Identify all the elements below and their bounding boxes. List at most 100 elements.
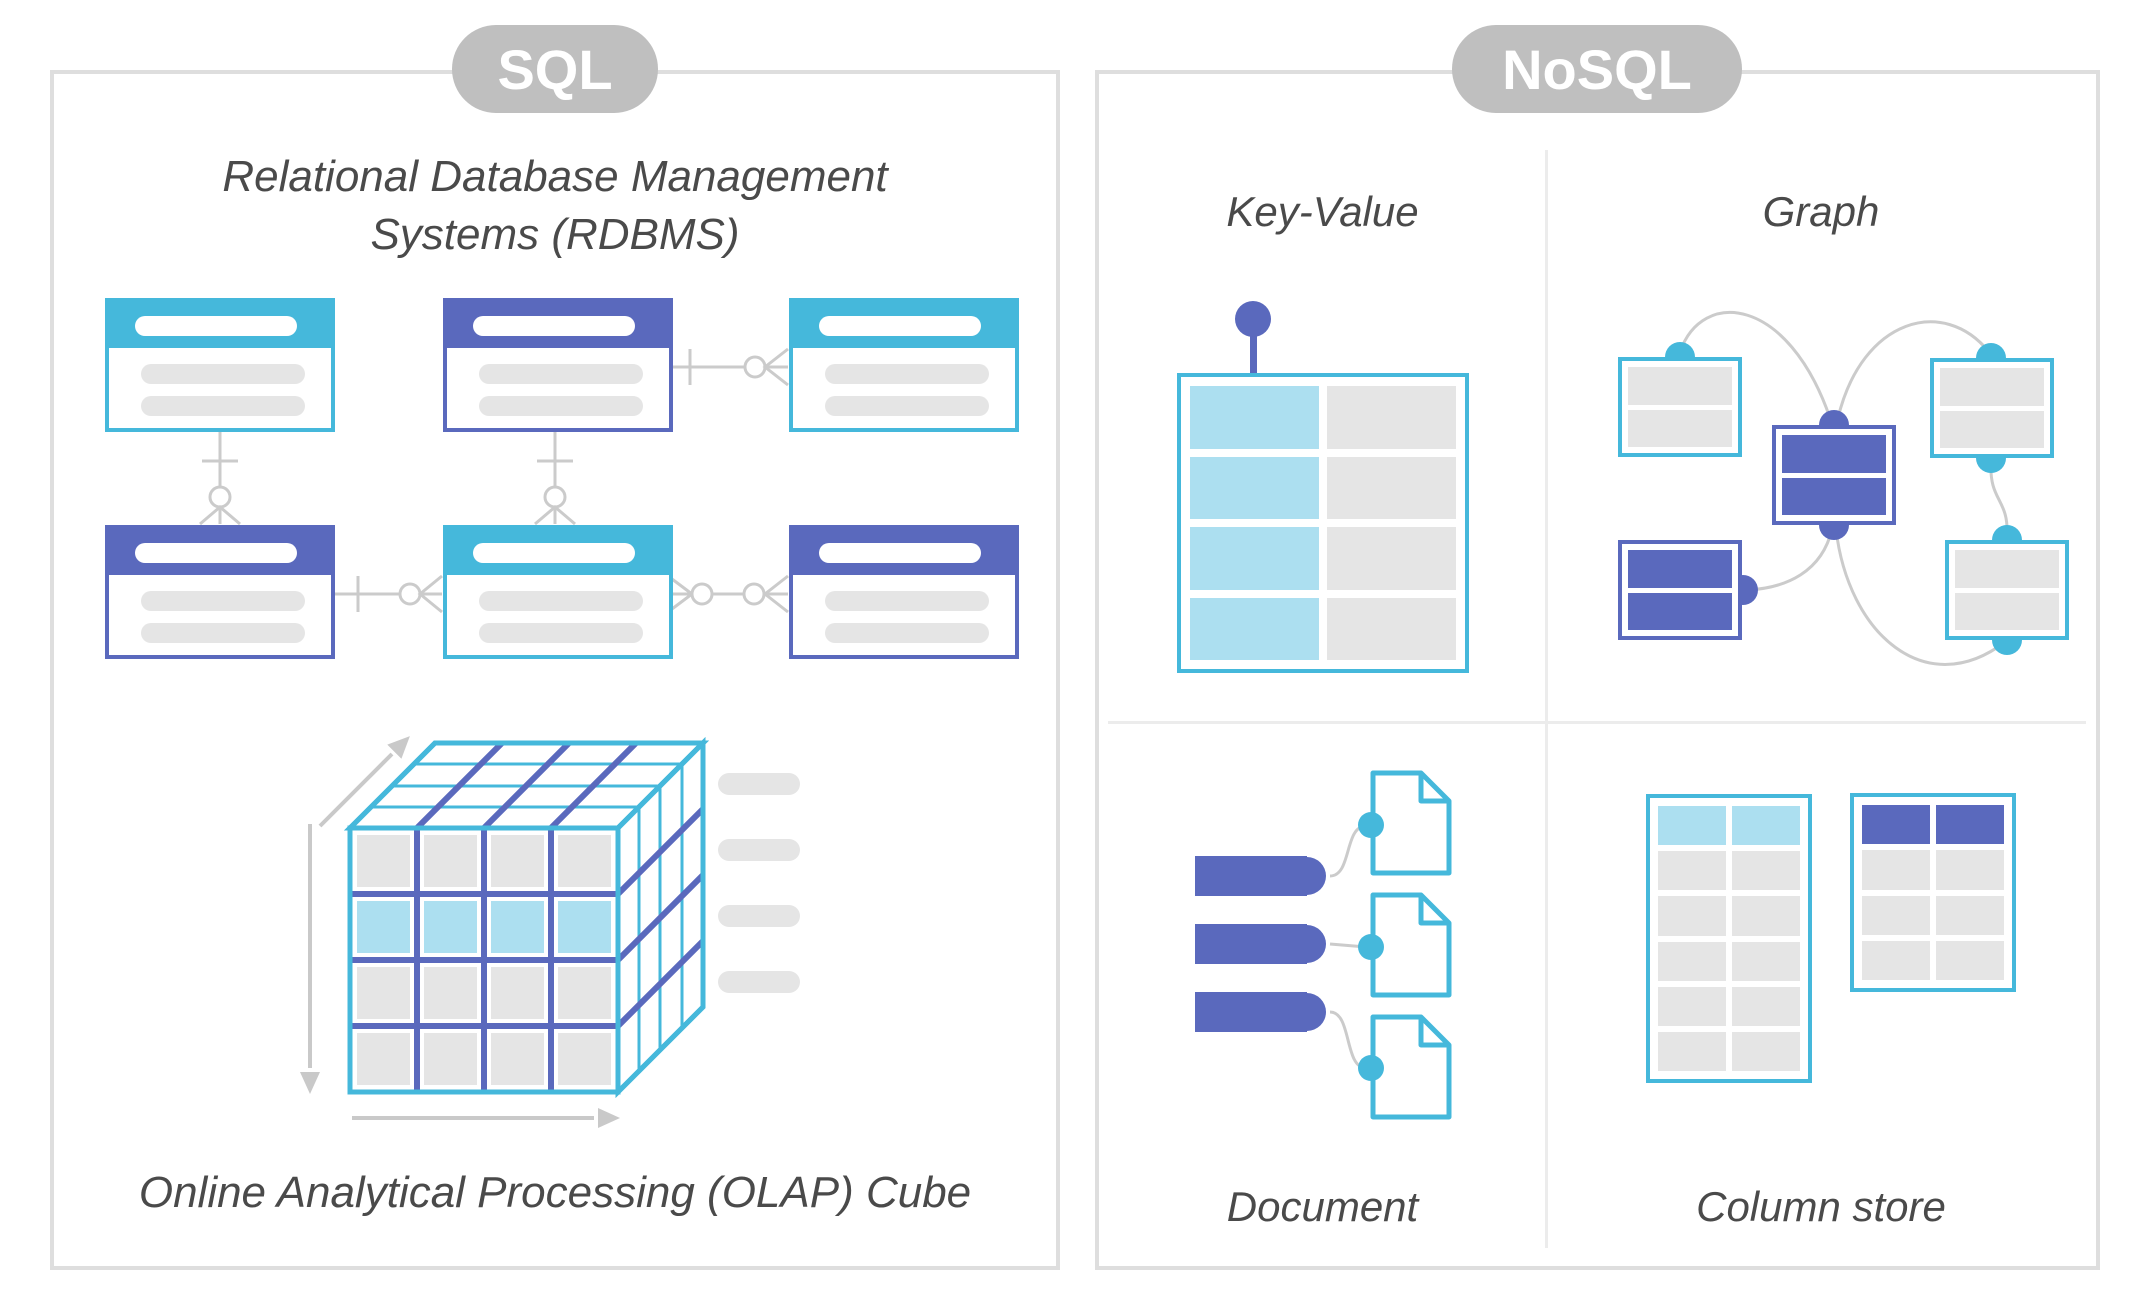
er-field-bar	[479, 364, 643, 384]
kv-key-cell	[1190, 456, 1319, 519]
graph-node	[1618, 357, 1742, 457]
column-cell	[1732, 941, 1800, 981]
er-table-body	[447, 364, 669, 416]
nosql-badge: NoSQL	[1452, 25, 1742, 113]
quadrant-label-key-value: Key-Value	[1226, 188, 1419, 235]
sql-badge: SQL	[452, 25, 658, 113]
graph-node	[1930, 358, 2054, 458]
rdbms-title-line2: Systems (RDBMS)	[370, 210, 740, 260]
document-key-tag	[1195, 924, 1326, 964]
er-table-body	[793, 591, 1015, 643]
nosql-quadrant-divider-vertical	[1545, 150, 1548, 1248]
graph-node-row	[1955, 550, 2059, 588]
er-field-bar	[825, 591, 989, 611]
er-field-bar	[141, 364, 305, 384]
er-table-body	[793, 364, 1015, 416]
graph-node-row	[1628, 592, 1732, 630]
column-cell	[1732, 986, 1800, 1026]
column-cell	[1658, 851, 1726, 891]
graph-node	[1618, 540, 1742, 640]
er-field-bar	[479, 396, 643, 416]
er-field-bar	[479, 623, 643, 643]
column-cell	[1936, 940, 2004, 980]
er-table-6	[789, 525, 1019, 659]
column-cell	[1862, 895, 1930, 935]
cube-row-label-bar	[718, 971, 800, 993]
er-table-title-bar	[819, 316, 981, 336]
er-field-bar	[141, 623, 305, 643]
column-cell	[1732, 851, 1800, 891]
cube-row-label-bar	[718, 839, 800, 861]
er-table-header	[447, 302, 669, 348]
graph-node-row	[1628, 550, 1732, 588]
kv-value-cell	[1327, 386, 1456, 449]
key-value-pin-stem	[1250, 330, 1257, 376]
key-value-pin-icon	[1235, 301, 1271, 337]
graph-node-row	[1782, 435, 1886, 473]
er-table-title-bar	[135, 316, 297, 336]
document-link-dot	[1358, 1055, 1384, 1081]
er-field-bar	[825, 396, 989, 416]
document-key-tag	[1195, 992, 1326, 1032]
column-cell	[1658, 896, 1726, 936]
er-table-5	[443, 525, 673, 659]
column-cell	[1732, 1031, 1800, 1071]
graph-node	[1945, 540, 2069, 640]
quadrant-label-graph: Graph	[1762, 188, 1880, 235]
er-table-4	[105, 525, 335, 659]
er-table-2	[443, 298, 673, 432]
key-value-table	[1177, 373, 1469, 673]
er-table-header	[447, 529, 669, 575]
kv-key-cell	[1190, 527, 1319, 590]
er-table-header	[109, 302, 331, 348]
er-field-bar	[141, 396, 305, 416]
kv-value-cell	[1327, 597, 1456, 660]
graph-node-row	[1940, 410, 2044, 448]
quadrant-label-document: Document	[1226, 1183, 1419, 1230]
document-key-tag	[1195, 856, 1326, 896]
column-cell	[1862, 850, 1930, 890]
kv-key-cell	[1190, 597, 1319, 660]
column-store-table-left	[1646, 794, 1812, 1083]
graph-node-row	[1940, 368, 2044, 406]
kv-value-cell	[1327, 527, 1456, 590]
cube-row-label-bar	[718, 773, 800, 795]
rdbms-title: Relational Database Management Systems (…	[155, 148, 955, 264]
graph-node-row	[1628, 409, 1732, 447]
kv-key-cell	[1190, 386, 1319, 449]
er-field-bar	[479, 591, 643, 611]
er-field-bar	[825, 364, 989, 384]
column-header-cell	[1732, 806, 1800, 846]
column-cell	[1936, 850, 2004, 890]
er-table-1	[105, 298, 335, 432]
er-table-title-bar	[135, 543, 297, 563]
rdbms-title-line1: Relational Database Management	[222, 152, 888, 201]
er-table-body	[447, 591, 669, 643]
kv-value-cell	[1327, 456, 1456, 519]
column-header-cell	[1658, 806, 1726, 846]
er-table-header	[793, 302, 1015, 348]
er-table-title-bar	[819, 543, 981, 563]
er-field-bar	[141, 591, 305, 611]
column-cell	[1862, 940, 1930, 980]
er-table-title-bar	[473, 316, 635, 336]
er-table-3	[789, 298, 1019, 432]
nosql-quadrant-divider-horizontal	[1108, 721, 2086, 724]
column-store-table-right	[1850, 793, 2016, 992]
document-link-dot	[1358, 934, 1384, 960]
document-link-dot	[1358, 812, 1384, 838]
graph-node-row	[1782, 477, 1886, 515]
column-cell	[1658, 1031, 1726, 1071]
column-cell	[1732, 896, 1800, 936]
column-cell	[1658, 986, 1726, 1026]
er-table-title-bar	[473, 543, 635, 563]
er-table-header	[109, 529, 331, 575]
cube-row-label-bar	[718, 905, 800, 927]
graph-node-row	[1955, 592, 2059, 630]
graph-node-row	[1628, 367, 1732, 405]
er-table-header	[793, 529, 1015, 575]
column-cell	[1658, 941, 1726, 981]
er-table-body	[109, 364, 331, 416]
er-table-body	[109, 591, 331, 643]
column-header-cell	[1862, 805, 1930, 845]
